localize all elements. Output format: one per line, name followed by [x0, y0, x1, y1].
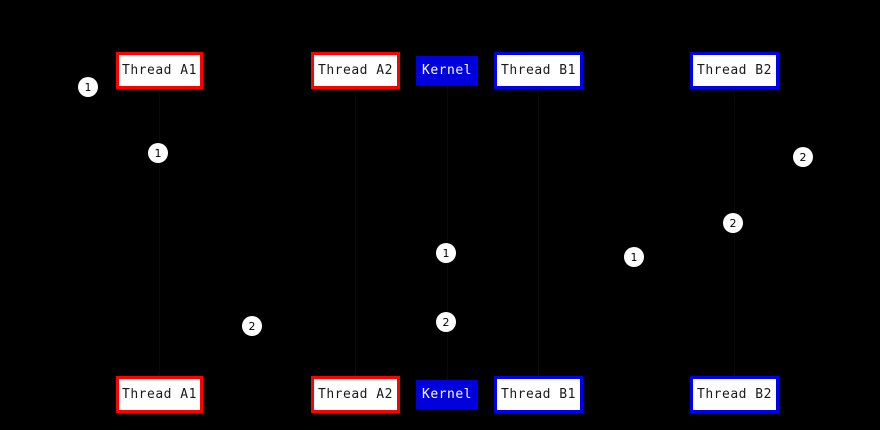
lifeline-nub-kernel-top — [446, 85, 448, 88]
lifeline-nub-thread-b1-top — [537, 89, 539, 92]
participant-label: Thread A2 — [318, 387, 393, 402]
sequence-marker-m8[interactable]: 2 — [436, 312, 456, 332]
participant-label: Thread A1 — [122, 387, 197, 402]
participant-label: Thread B1 — [501, 387, 576, 402]
participant-bottom-thread-b1[interactable]: Thread B1 — [494, 376, 583, 413]
lifeline-nub-thread-a1-bottom — [158, 373, 160, 376]
participant-label: Thread B2 — [697, 387, 772, 402]
participant-bottom-thread-a2[interactable]: Thread A2 — [311, 376, 400, 413]
lifeline-thread-a1 — [159, 89, 160, 376]
sequence-marker-m7[interactable]: 2 — [242, 316, 262, 336]
lifeline-kernel — [447, 85, 448, 380]
participant-label: Thread A1 — [122, 63, 197, 78]
participant-bottom-kernel[interactable]: Kernel — [416, 380, 478, 409]
sequence-marker-m2[interactable]: 1 — [148, 143, 168, 163]
lifeline-nub-thread-a2-bottom — [354, 373, 356, 376]
participant-bottom-thread-a1[interactable]: Thread A1 — [116, 376, 203, 413]
participant-label: Kernel — [422, 63, 472, 78]
sequence-marker-m1[interactable]: 1 — [78, 77, 98, 97]
participant-bottom-thread-b2[interactable]: Thread B2 — [690, 376, 779, 413]
sequence-marker-m3[interactable]: 2 — [793, 147, 813, 167]
lifeline-nub-thread-a1-top — [158, 89, 160, 92]
participant-label: Thread B1 — [501, 63, 576, 78]
lifeline-nub-thread-a2-top — [354, 89, 356, 92]
participant-top-kernel[interactable]: Kernel — [416, 56, 478, 85]
lifeline-nub-thread-b1-bottom — [537, 373, 539, 376]
participant-top-thread-a2[interactable]: Thread A2 — [311, 52, 400, 89]
sequence-marker-m4[interactable]: 2 — [723, 213, 743, 233]
lifeline-nub-thread-b2-top — [733, 89, 735, 92]
lifeline-nub-thread-b2-bottom — [733, 373, 735, 376]
participant-top-thread-b1[interactable]: Thread B1 — [494, 52, 583, 89]
lifeline-thread-b1 — [538, 89, 539, 376]
participant-label: Kernel — [422, 387, 472, 402]
participant-top-thread-a1[interactable]: Thread A1 — [116, 52, 203, 89]
participant-label: Thread B2 — [697, 63, 772, 78]
sequence-marker-m5[interactable]: 1 — [436, 243, 456, 263]
lifeline-thread-a2 — [355, 89, 356, 376]
sequence-marker-m6[interactable]: 1 — [624, 247, 644, 267]
participant-top-thread-b2[interactable]: Thread B2 — [690, 52, 779, 89]
participant-label: Thread A2 — [318, 63, 393, 78]
lifeline-nub-kernel-bottom — [446, 377, 448, 380]
